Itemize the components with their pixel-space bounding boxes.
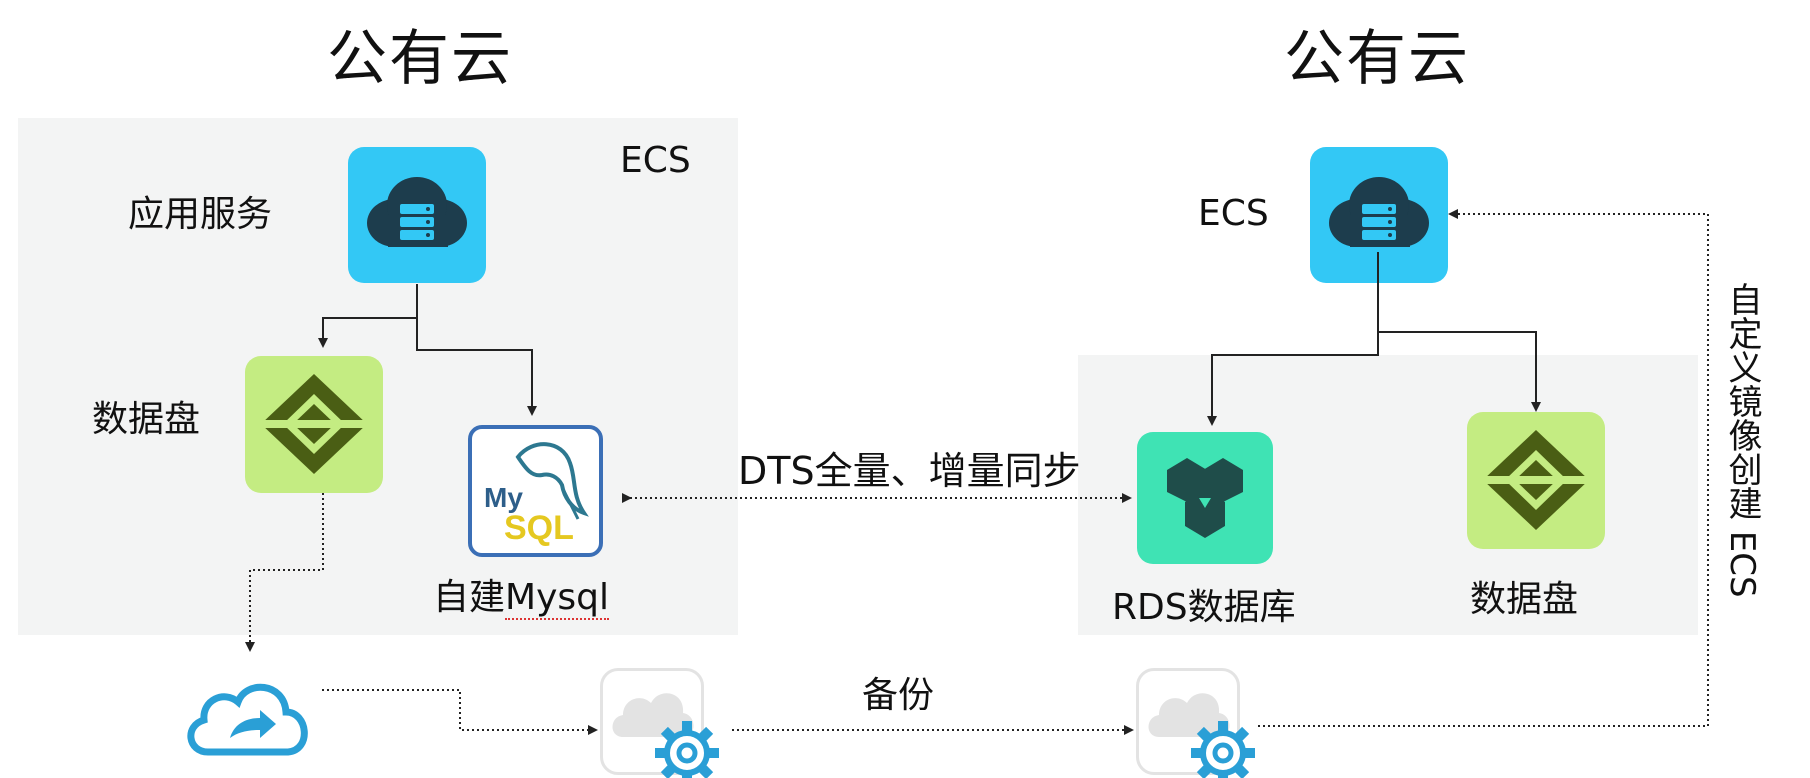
disk-to-upload-line: [245, 493, 324, 652]
mysql-label-suffix: Mysql: [505, 577, 609, 620]
rds-label: RDS数据库: [1112, 587, 1296, 628]
right-ecs-label: ECS: [1198, 193, 1269, 234]
left-data-disk-tile: [245, 356, 383, 493]
data-disk-icon: [257, 374, 371, 474]
mysql-logo-icon: My SQL: [484, 442, 589, 547]
mysql-label-prefix: 自建: [433, 577, 506, 618]
right-data-disk-tile: [1467, 412, 1605, 549]
data-disk-icon: [1479, 430, 1593, 530]
backup-label: 备份: [862, 675, 935, 716]
right-data-disk-label: 数据盘: [1470, 579, 1579, 620]
cloud-server-icon: [367, 177, 467, 247]
right-cloud-title: 公有云: [1284, 24, 1470, 94]
upload-to-snapshot-line: [322, 689, 598, 735]
cloud-server-icon: [1329, 177, 1429, 247]
svg-text:My: My: [484, 482, 523, 513]
rds-database-icon: [1167, 458, 1243, 538]
svg-text:SQL: SQL: [504, 509, 574, 547]
left-data-disk-label: 数据盘: [92, 399, 201, 440]
right-ecs-tile: [1310, 147, 1448, 283]
left-cloud-title: 公有云: [327, 24, 513, 94]
custom-image-label: 自定义镜像创建 ECS: [1722, 282, 1762, 598]
snapshot-tile-left: [600, 668, 704, 775]
left-ecs-tile: [348, 147, 486, 283]
snapshot-tile-right: [1136, 668, 1240, 775]
ecs-to-rds-line: [1207, 252, 1379, 426]
ecs-to-mysql-line: [416, 318, 537, 416]
cloud-icon: [1148, 693, 1230, 737]
mysql-label: 自建Mysql: [433, 568, 609, 620]
ecs-to-right-disk-line: [1378, 331, 1541, 412]
cloud-icon: [612, 693, 694, 737]
cloud-upload-icon: [187, 683, 308, 756]
ecs-to-disk-line: [318, 284, 418, 348]
dts-sync-label: DTS全量、增量同步: [738, 449, 1081, 493]
custom-image-line: [1258, 209, 1709, 727]
mysql-tile: My SQL: [468, 425, 603, 557]
left-ecs-label: ECS: [620, 140, 691, 181]
app-service-label: 应用服务: [128, 194, 273, 235]
rds-tile: [1137, 432, 1273, 564]
